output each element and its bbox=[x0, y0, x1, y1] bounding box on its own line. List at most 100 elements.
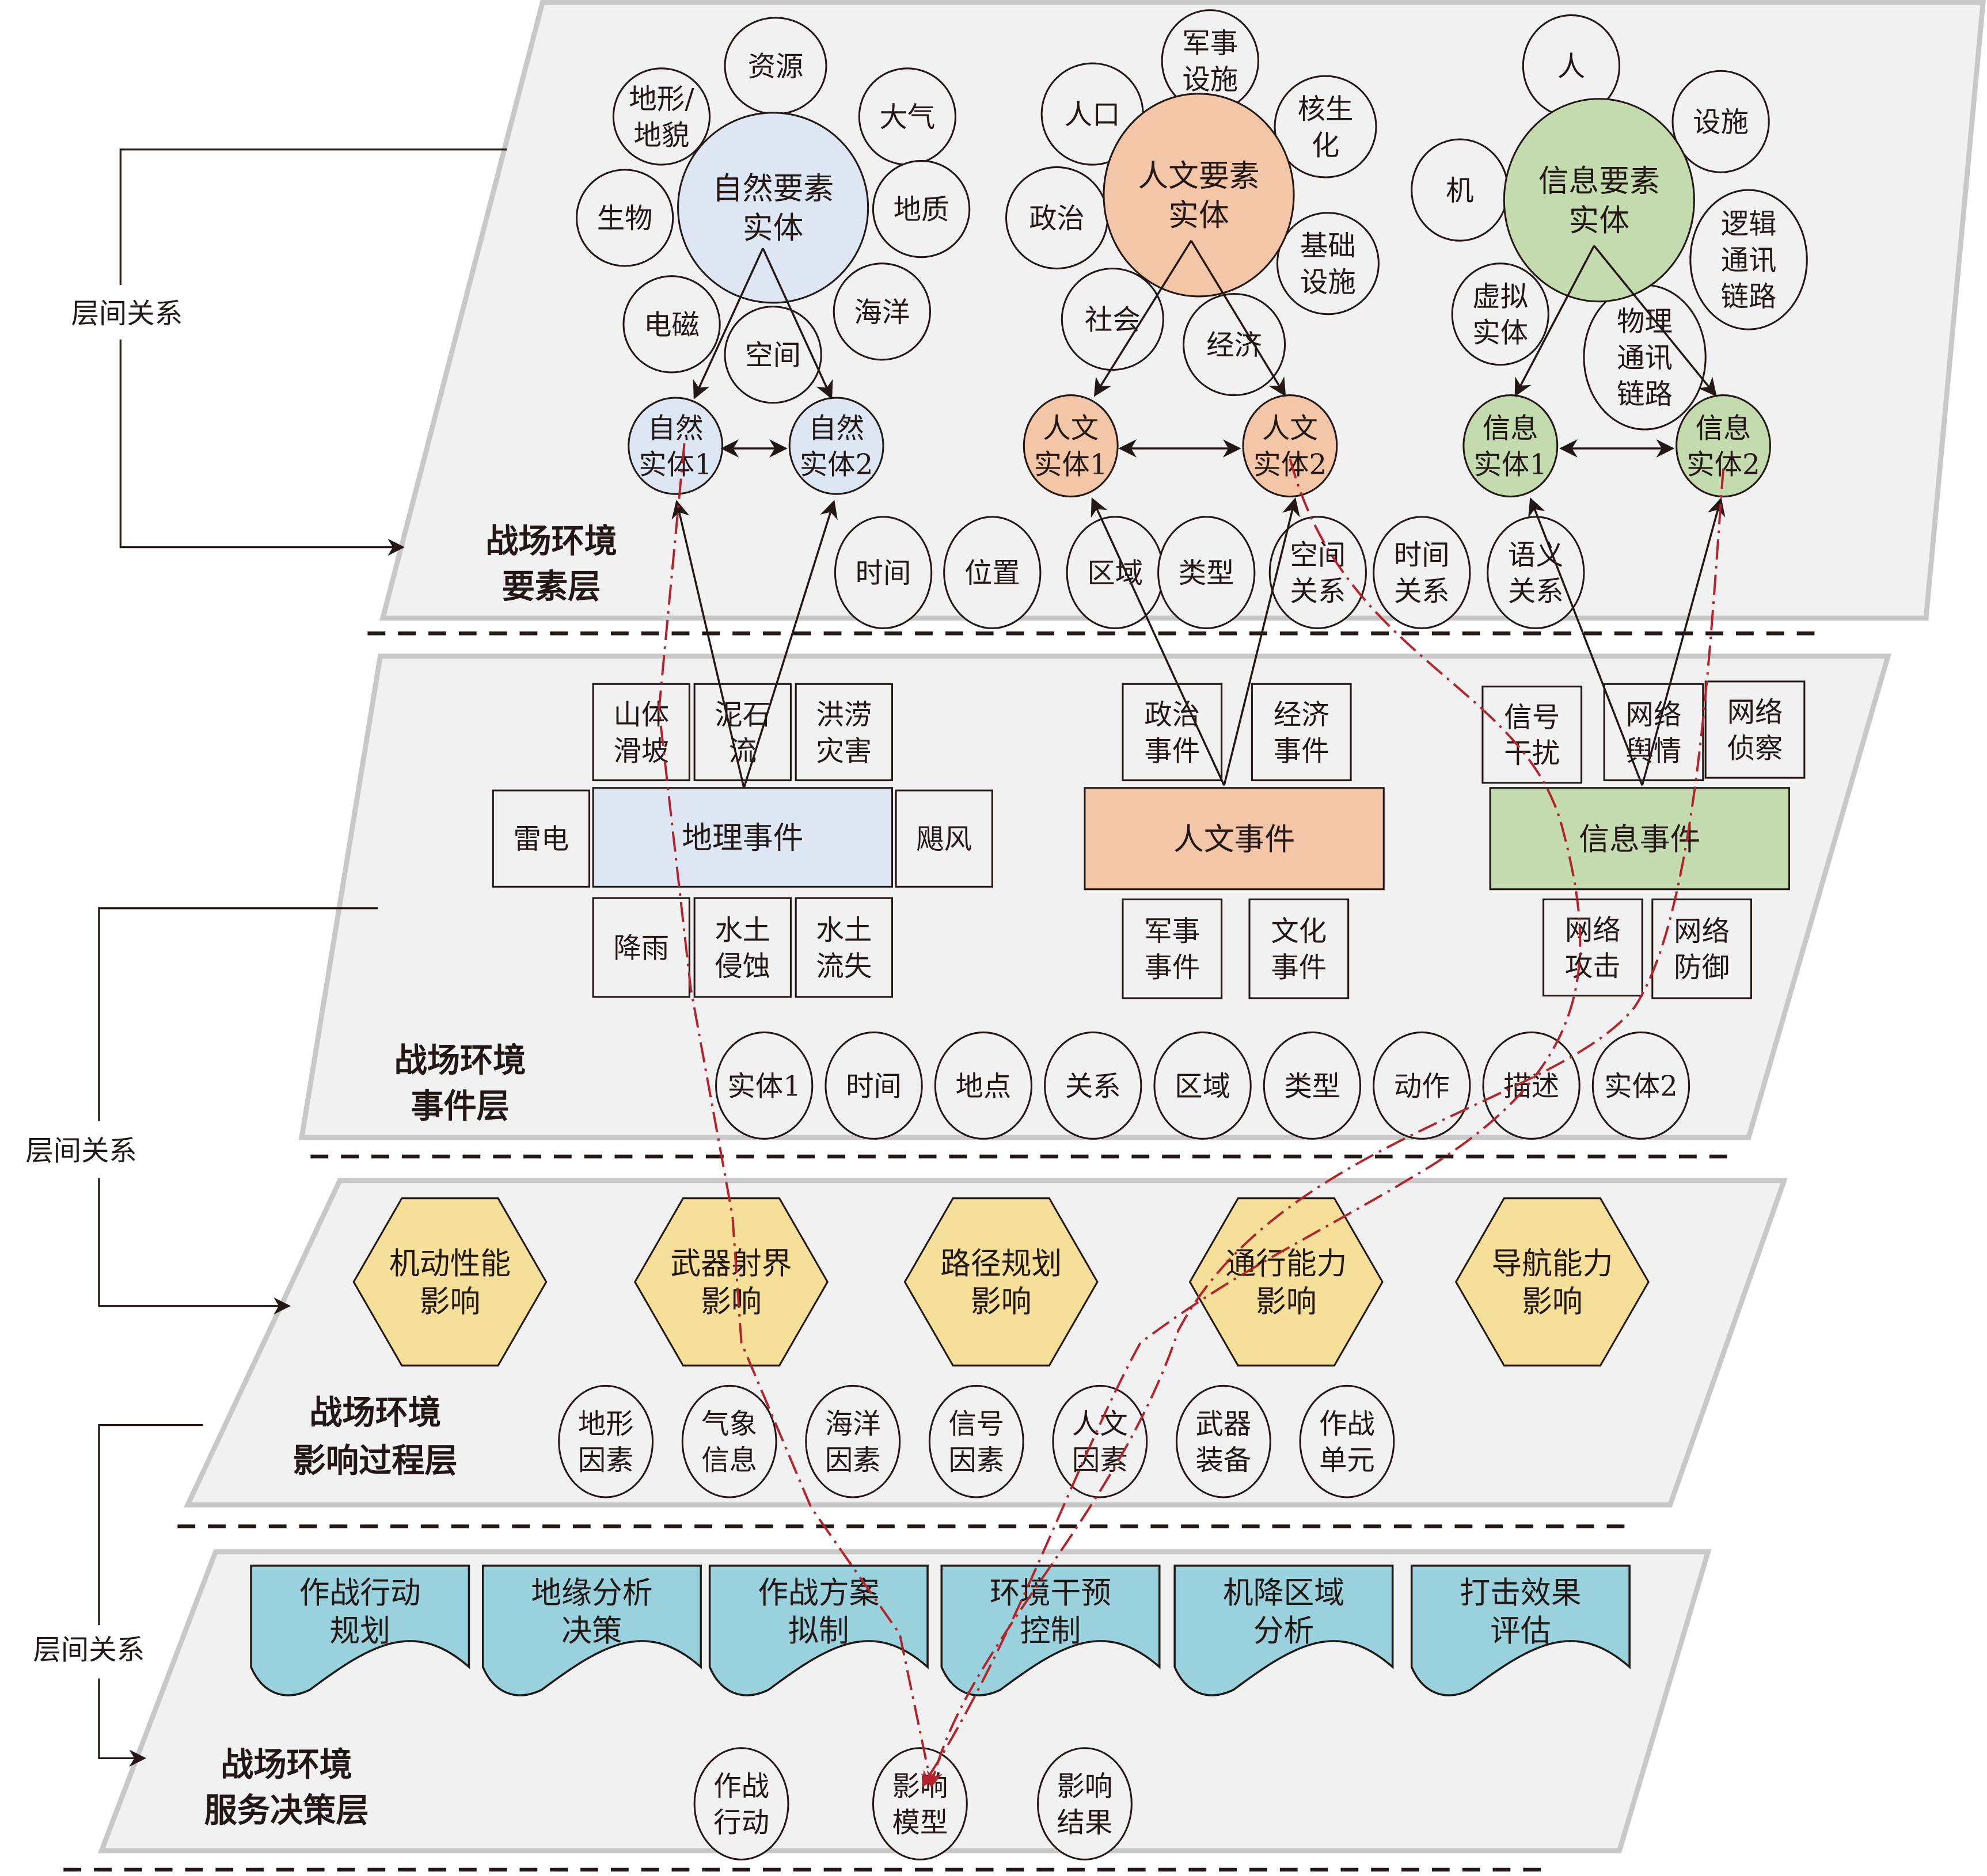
label: 规划 bbox=[329, 1614, 390, 1649]
label: 关系 bbox=[1508, 576, 1564, 608]
label: 影响 bbox=[971, 1284, 1032, 1319]
label: 降雨 bbox=[613, 932, 669, 964]
label: 水土 bbox=[816, 914, 872, 946]
relation-path bbox=[921, 458, 1582, 1788]
geo-subevent-shape bbox=[693, 683, 792, 782]
natural-satellite-shape bbox=[575, 169, 674, 267]
label: 物理 bbox=[1617, 306, 1673, 338]
geo-subevent-shape bbox=[592, 897, 690, 998]
arrow bbox=[1528, 497, 1643, 786]
geo-subevent: 泥石流 bbox=[693, 683, 792, 782]
label: 单元 bbox=[1319, 1444, 1375, 1477]
label: 人文 bbox=[1043, 413, 1099, 445]
label: 类型 bbox=[1285, 1070, 1340, 1102]
label: 实体1 bbox=[727, 1070, 801, 1102]
event-attribute: 关系 bbox=[1044, 1031, 1142, 1140]
label: 滑坡 bbox=[613, 735, 669, 767]
natural-satellite-shape bbox=[612, 67, 711, 166]
humanities-subevent-shape bbox=[1251, 683, 1352, 782]
label: 政治 bbox=[1029, 203, 1085, 235]
label: 海洋 bbox=[854, 296, 910, 329]
label: 动作 bbox=[1394, 1070, 1450, 1102]
humanities-entity-1-shape bbox=[1023, 394, 1119, 498]
inter-layer-bracket-1: 层间关系 bbox=[71, 149, 507, 556]
label: 区域 bbox=[1175, 1070, 1230, 1102]
label: 地缘分析 bbox=[531, 1576, 652, 1611]
label: 控制 bbox=[1020, 1614, 1081, 1649]
label: 因素 bbox=[948, 1444, 1004, 1477]
label: 链路 bbox=[1721, 280, 1777, 313]
event-attribute: 区域 bbox=[1153, 1031, 1252, 1140]
label: 地形 bbox=[578, 1408, 634, 1440]
label: 分析 bbox=[1253, 1614, 1314, 1649]
label: 信号 bbox=[1504, 701, 1560, 733]
label: 机降区域 bbox=[1223, 1576, 1344, 1611]
document-shape bbox=[481, 1565, 702, 1696]
humanities-satellite-shape bbox=[1274, 75, 1377, 178]
label: 气象 bbox=[701, 1408, 757, 1440]
label: 作战 bbox=[713, 1771, 769, 1803]
label: 实体2 bbox=[1604, 1070, 1678, 1102]
label: 链路 bbox=[1617, 378, 1673, 410]
information-satellite-shape bbox=[1671, 70, 1770, 173]
label: 影响 bbox=[1522, 1284, 1583, 1319]
decision-factor-shape bbox=[693, 1747, 789, 1860]
label: 位置 bbox=[964, 557, 1020, 589]
label: 关系 bbox=[1394, 576, 1450, 608]
label: 洪涝 bbox=[816, 699, 872, 731]
event-attribute: 动作 bbox=[1373, 1031, 1471, 1140]
label: 作战 bbox=[1319, 1408, 1375, 1440]
label: 因素 bbox=[825, 1444, 881, 1477]
label: 实体 bbox=[1472, 317, 1528, 349]
label: 行动 bbox=[713, 1806, 769, 1839]
arrow bbox=[1641, 497, 1726, 786]
label: 逻辑 bbox=[1721, 208, 1777, 241]
hierarchy-arrows bbox=[671, 240, 1726, 789]
label: 自然要素 bbox=[712, 172, 834, 207]
label: 导航能力 bbox=[1491, 1246, 1613, 1281]
geo-subevent-shape bbox=[795, 897, 893, 998]
geo-subevent-shape bbox=[693, 897, 792, 998]
label: 人口 bbox=[1065, 98, 1120, 131]
label: 作战行动 bbox=[299, 1576, 421, 1611]
label: 网络 bbox=[1727, 696, 1783, 728]
label: 时间 bbox=[1394, 539, 1450, 572]
label: 基础 bbox=[1300, 230, 1356, 262]
decision-factor-shape bbox=[1036, 1747, 1133, 1860]
information-core-entity-shape bbox=[1503, 98, 1695, 303]
label: 结果 bbox=[1057, 1806, 1113, 1839]
arrow bbox=[743, 500, 838, 789]
label: 事件 bbox=[1144, 952, 1200, 984]
label: 流失 bbox=[816, 950, 872, 983]
label: 网络 bbox=[1626, 699, 1682, 731]
label: 设施 bbox=[1300, 267, 1356, 299]
geo-subevent-shape bbox=[795, 683, 893, 782]
decision-layer-title: 战场环境 服务决策层 bbox=[204, 1746, 369, 1829]
influence-factor-shape bbox=[1052, 1384, 1148, 1498]
arrow bbox=[1514, 245, 1595, 397]
label: 海洋 bbox=[825, 1408, 881, 1440]
label: 拟制 bbox=[788, 1614, 849, 1649]
geo-subevent-shape bbox=[592, 683, 690, 782]
information-satellite: 设施 bbox=[1671, 70, 1770, 173]
label: 核生 bbox=[1298, 93, 1354, 125]
label: 灾害 bbox=[816, 735, 872, 767]
natural-satellite-shape bbox=[724, 305, 822, 404]
arrow bbox=[1593, 245, 1717, 397]
humanities-satellite: 政治 bbox=[1005, 166, 1109, 270]
